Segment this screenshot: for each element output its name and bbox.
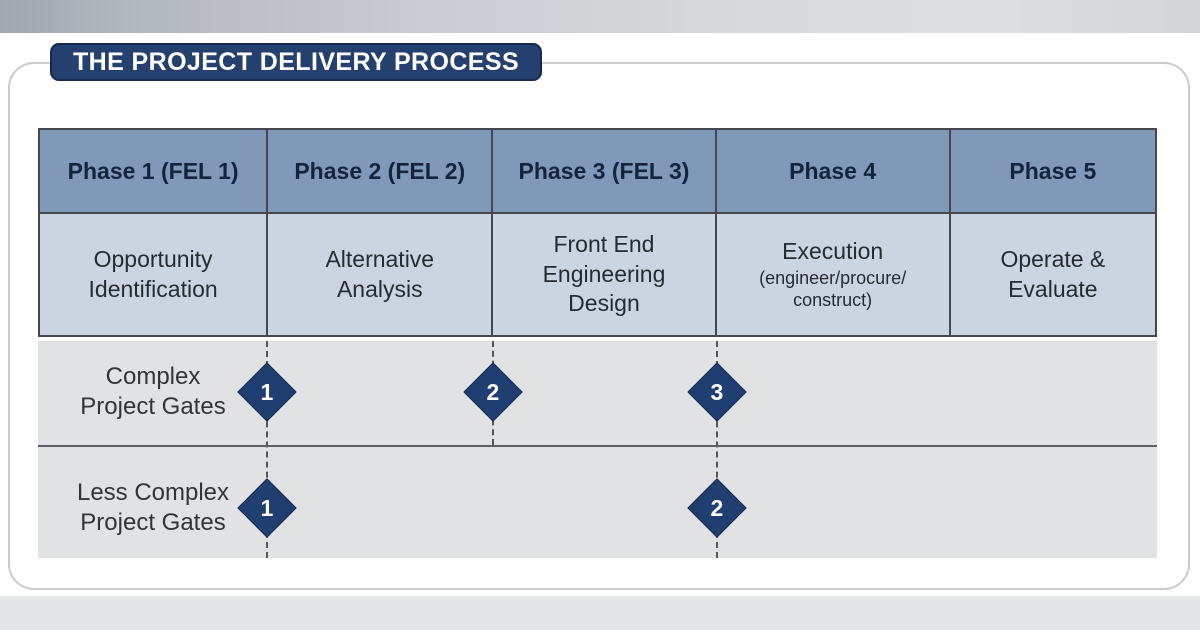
less-complex-gate-2-number: 2	[710, 494, 724, 521]
phase-2-header-cell: Phase 2 (FEL 2)	[268, 130, 494, 212]
phase-5-activity-cell: Operate & Evaluate	[950, 214, 1155, 335]
gate-dashed-line-3	[716, 341, 718, 558]
less-complex-gate-2-diamond-icon: 2	[687, 478, 747, 538]
page-title: THE PROJECT DELIVERY PROCESS	[73, 47, 520, 76]
phase-5-activity: Operate & Evaluate	[1000, 246, 1106, 302]
phase-4-activity-cell: Execution (engineer/procure/ construct)	[716, 214, 951, 335]
phase-1-activity: Opportunity Identification	[88, 246, 218, 302]
less-complex-gates-label: Less Complex Project Gates	[76, 479, 230, 536]
phase-3-activity: Front End Engineering Design	[542, 231, 666, 317]
phase-activity-row: Opportunity Identification Alternative A…	[40, 214, 1155, 335]
phase-3-activity-cell: Front End Engineering Design	[493, 214, 717, 335]
complex-gates-label: Complex Project Gates	[80, 363, 226, 420]
complex-gate-1-number: 1	[260, 378, 274, 405]
less-complex-gate-1-number: 1	[260, 494, 274, 521]
phase-4-activity-subtext: (engineer/procure/ construct)	[759, 268, 907, 311]
phase-1-activity-cell: Opportunity Identification	[40, 214, 269, 335]
phase-4-header-cell: Phase 4	[716, 130, 951, 212]
phase-3-header-cell: Phase 3 (FEL 3)	[493, 130, 717, 212]
phase-2-activity-cell: Alternative Analysis	[268, 214, 494, 335]
complex-gate-3-diamond-icon: 3	[687, 362, 747, 422]
phase-4-activity: Execution	[782, 237, 884, 264]
gate-dashed-line-1	[266, 341, 268, 558]
complex-gate-3-number: 3	[710, 378, 724, 405]
top-gradient-bar	[0, 0, 1200, 33]
gates-section: Complex Project Gates Less Complex Proje…	[38, 341, 1157, 558]
phase-4-name: Phase 4	[789, 157, 877, 184]
phase-1-header-cell: Phase 1 (FEL 1)	[40, 130, 269, 212]
phase-1-name: Phase 1 (FEL 1)	[67, 157, 239, 184]
gates-row-divider	[38, 445, 1157, 447]
phase-3-name: Phase 3 (FEL 3)	[518, 157, 690, 184]
phase-header-row: Phase 1 (FEL 1) Phase 2 (FEL 2) Phase 3 …	[40, 130, 1155, 214]
phase-5-header-cell: Phase 5	[950, 130, 1155, 212]
phase-2-activity: Alternative Analysis	[325, 246, 435, 302]
bottom-background-strip	[0, 596, 1200, 630]
title-badge: THE PROJECT DELIVERY PROCESS	[50, 43, 543, 81]
complex-gate-2-diamond-icon: 2	[463, 362, 523, 422]
phase-5-name: Phase 5	[1009, 157, 1097, 184]
phase-2-name: Phase 2 (FEL 2)	[294, 157, 466, 184]
complex-gate-2-number: 2	[486, 378, 500, 405]
phase-table: Phase 1 (FEL 1) Phase 2 (FEL 2) Phase 3 …	[38, 128, 1157, 337]
